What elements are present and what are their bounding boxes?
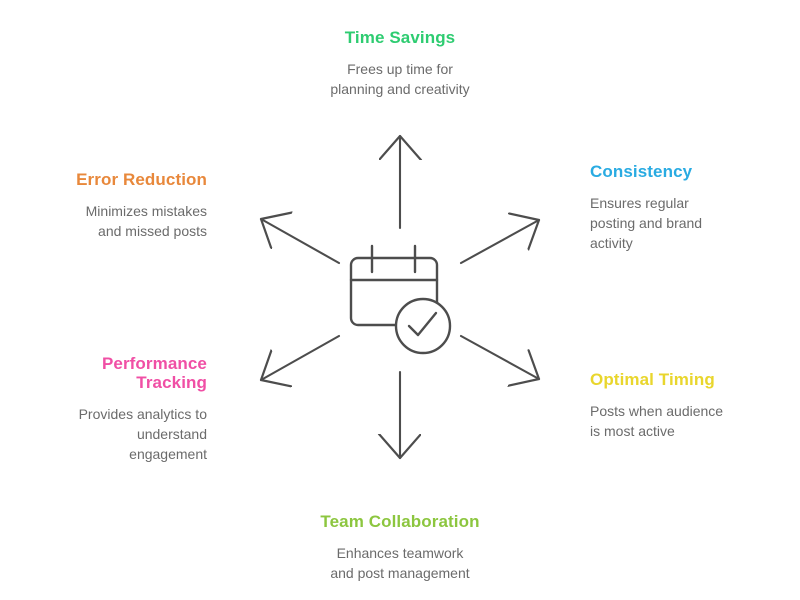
arrow-upper-right-icon bbox=[459, 220, 539, 265]
node-consistency: Consistency Ensures regular posting and … bbox=[590, 162, 755, 253]
arrow-upper-left-icon bbox=[261, 219, 341, 265]
check-mark bbox=[407, 311, 438, 337]
node-description: Enhances teamwork and post management bbox=[330, 545, 470, 581]
node-optimal-timing: Optimal Timing Posts when audience is mo… bbox=[590, 370, 768, 441]
calendar-check-icon bbox=[349, 244, 452, 355]
node-title: Performance Tracking bbox=[101, 354, 207, 392]
arrow-lower-left-icon bbox=[261, 334, 341, 380]
node-performance-tracking: Performance Tracking Provides analytics … bbox=[25, 354, 207, 464]
node-title: Consistency bbox=[590, 162, 693, 181]
check-circle bbox=[394, 297, 452, 355]
node-description: Frees up time for planning and creativit… bbox=[330, 61, 470, 97]
node-description: Provides analytics to understand engagem… bbox=[78, 406, 207, 462]
radiating-arrows bbox=[261, 136, 539, 458]
arrow-lower-right-icon bbox=[459, 334, 539, 379]
node-title: Time Savings bbox=[344, 28, 456, 47]
node-title: Error Reduction bbox=[76, 170, 207, 189]
node-description: Minimizes mistakes and missed posts bbox=[85, 203, 207, 239]
node-description: Ensures regular posting and brand activi… bbox=[590, 195, 703, 251]
node-team-collaboration: Team Collaboration Enhances teamwork and… bbox=[280, 512, 520, 583]
node-time-savings: Time Savings Frees up time for planning … bbox=[280, 28, 520, 99]
node-title: Optimal Timing bbox=[590, 370, 715, 389]
node-description: Posts when audience is most active bbox=[590, 403, 724, 439]
node-title: Team Collaboration bbox=[320, 512, 480, 531]
node-error-reduction: Error Reduction Minimizes mistakes and m… bbox=[25, 170, 207, 241]
